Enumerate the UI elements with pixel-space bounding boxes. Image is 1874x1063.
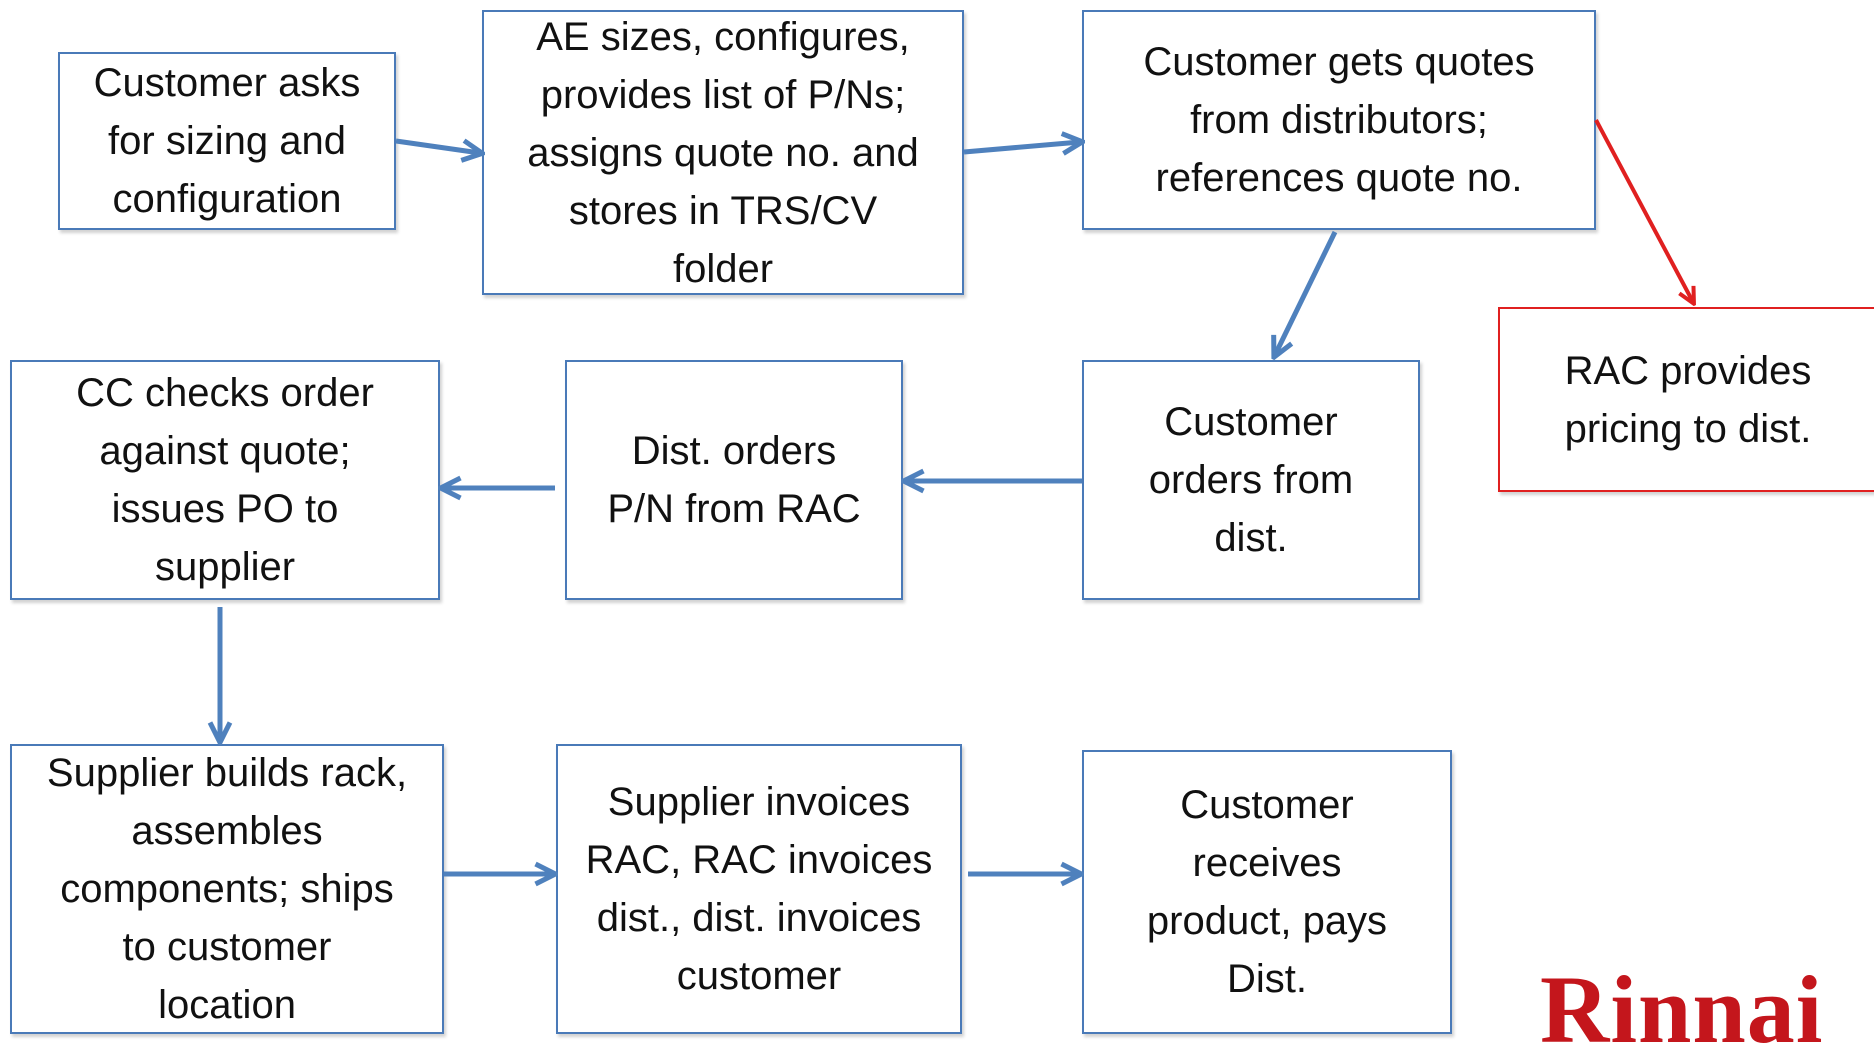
node-customer-receives: Customer receives product, pays Dist. [1082,750,1452,1034]
node-rac-pricing: RAC provides pricing to dist. [1498,307,1874,492]
node-supplier-builds: Supplier builds rack, assembles componen… [10,744,444,1034]
node-customer-asks: Customer asks for sizing and configurati… [58,52,396,230]
node-supplier-invoices-label: Supplier invoices RAC, RAC invoices dist… [585,780,933,998]
node-rac-pricing-label: RAC provides pricing to dist. [1564,348,1812,451]
arrow-ae-to-quotes [963,142,1080,152]
rinnai-logo: Rinnai [1540,956,1824,1063]
node-cc-checks-label: CC checks order against quote; issues PO… [76,371,374,589]
node-supplier-builds-label: Supplier builds rack, assembles componen… [46,751,408,1027]
node-customer-quotes-label: Customer gets quotes from distributors; … [1143,40,1535,200]
node-customer-receives-label: Customer receives product, pays Dist. [1146,783,1388,1001]
node-supplier-invoices: Supplier invoices RAC, RAC invoices dist… [556,744,962,1034]
node-customer-asks-label: Customer asks for sizing and configurati… [93,61,361,221]
arrow-quotes-to-orders [1275,230,1338,355]
node-dist-orders: Dist. orders P/N from RAC [565,360,903,600]
arrow-asks-to-ae [395,138,480,153]
node-customer-orders-label: Customer orders from dist. [1148,400,1354,560]
node-customer-orders: Customer orders from dist. [1082,360,1420,600]
node-ae-sizes: AE sizes, configures, provides list of P… [482,10,964,295]
node-cc-checks: CC checks order against quote; issues PO… [10,360,440,600]
node-customer-quotes: Customer gets quotes from distributors; … [1082,10,1596,230]
arrow-quotes-to-rac [1594,119,1693,302]
node-ae-sizes-label: AE sizes, configures, provides list of P… [527,14,919,291]
node-dist-orders-label: Dist. orders P/N from RAC [607,429,861,531]
